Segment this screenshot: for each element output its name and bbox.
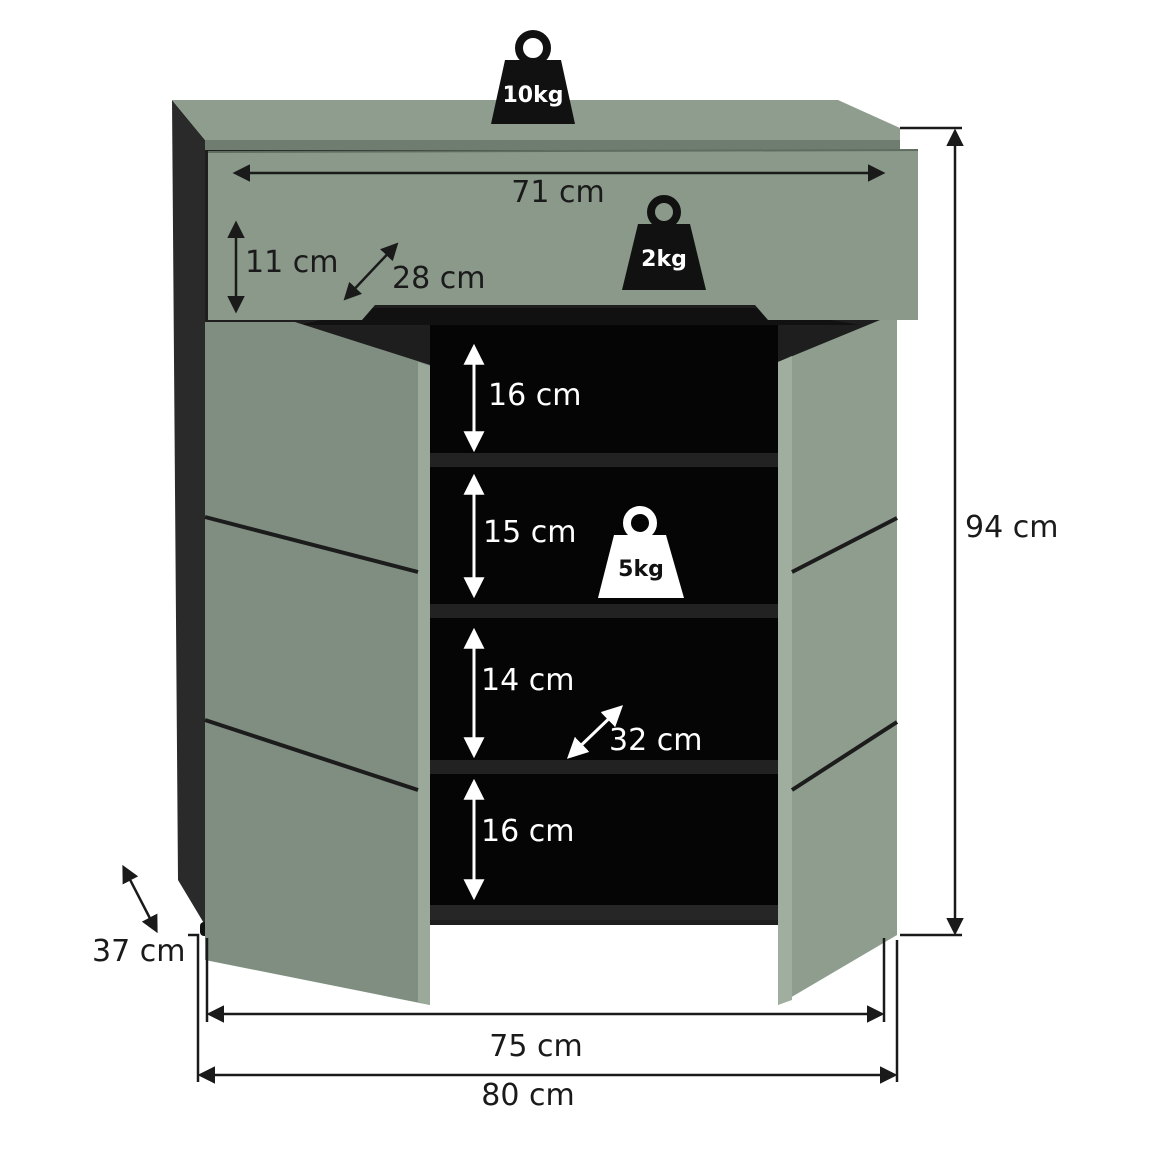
drawer-shadow [300,308,860,325]
total-height-label: 94 cm [965,510,1058,545]
drawer-width-label: 71 cm [511,175,604,210]
shelf-2-height-label: 15 cm [483,515,576,550]
left-door-inner-edge [418,362,430,1005]
weight-label-drawer: 2kg [641,247,687,272]
shelf-3-height-label: 14 cm [481,663,574,698]
shelf-1 [430,453,778,467]
weight-icon-shelf: 5kg [598,506,684,598]
total-depth-arrow [122,864,158,934]
shelf-2 [430,604,778,618]
cabinet-top-edge [205,140,900,150]
body-width-label: 75 cm [489,1029,582,1064]
drawer-height-label: 11 cm [245,245,338,280]
right-door-groove-2 [790,720,899,792]
weight-icon-drawer: 2kg [622,195,706,290]
cabinet-left-side [172,100,205,925]
dimension-labels: 71 cm 11 cm 28 cm 16 cm 15 cm 14 cm 32 c… [92,175,1058,1113]
drawer-depth-arrow [343,242,399,301]
weight-icon-top: 10kg [491,30,575,124]
left-door-groove-2 [204,718,419,792]
total-depth-label: 37 cm [92,934,185,969]
cabinet [172,100,919,1005]
total-width-ext-left [188,933,200,1082]
drawer-front-edge [207,149,919,153]
left-door-groove-1 [204,515,419,574]
right-door-inner-edge [778,356,792,1005]
right-door [778,320,897,1005]
dimension-lines [122,126,964,1084]
left-door [205,322,430,1005]
weight-label-top: 10kg [503,83,564,108]
interior-dimension-lines [463,343,624,901]
drawer-depth-label: 28 cm [392,261,485,296]
cabinet-interior [430,325,778,915]
shelf-depth-label: 32 cm [609,723,702,758]
shelf-4-height-label: 16 cm [481,814,574,849]
weight-label-shelf: 5kg [618,557,664,582]
shelf-depth-arrow [566,705,624,759]
right-door-groove-1 [791,516,898,574]
total-width-label: 80 cm [481,1078,574,1113]
shelf-1-height-label: 16 cm [488,378,581,413]
shelf-3 [430,760,778,774]
cabinet-bottom [430,905,778,920]
